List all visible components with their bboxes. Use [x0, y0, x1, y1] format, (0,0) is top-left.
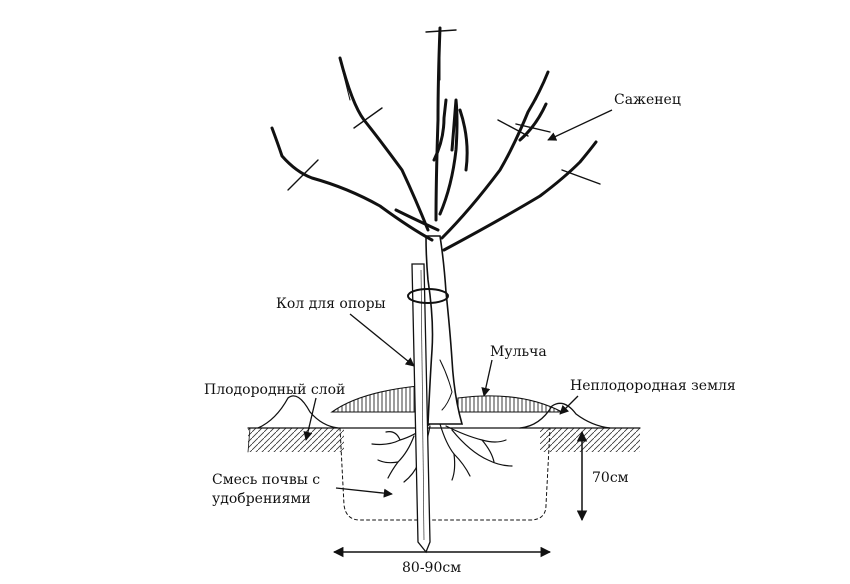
ground-surface [247, 427, 641, 453]
label-depth: 70см [592, 470, 629, 486]
callout-arrows [303, 109, 613, 498]
label-support-stake: Кол для опоры [276, 296, 386, 312]
label-fertile-layer: Плодородный слой [204, 382, 346, 398]
label-soil-mix-line2: удобрениями [212, 491, 311, 507]
infertile-soil-mound [519, 402, 611, 429]
planting-pit [339, 427, 551, 521]
tree-branches [270, 26, 598, 252]
label-width: 80-90см [402, 560, 462, 576]
label-mulch: Мульча [490, 344, 547, 360]
pruning-cuts [287, 29, 601, 191]
roots [371, 423, 513, 483]
support-stake [411, 263, 431, 554]
fertile-layer-mound [257, 395, 339, 429]
label-seedling: Саженец [614, 92, 681, 108]
label-infertile-soil: Неплодородная земля [570, 378, 736, 394]
label-soil-mix-line1: Смесь почвы с [212, 472, 321, 488]
tree-trunk [425, 235, 464, 425]
stake-tie [407, 288, 449, 304]
